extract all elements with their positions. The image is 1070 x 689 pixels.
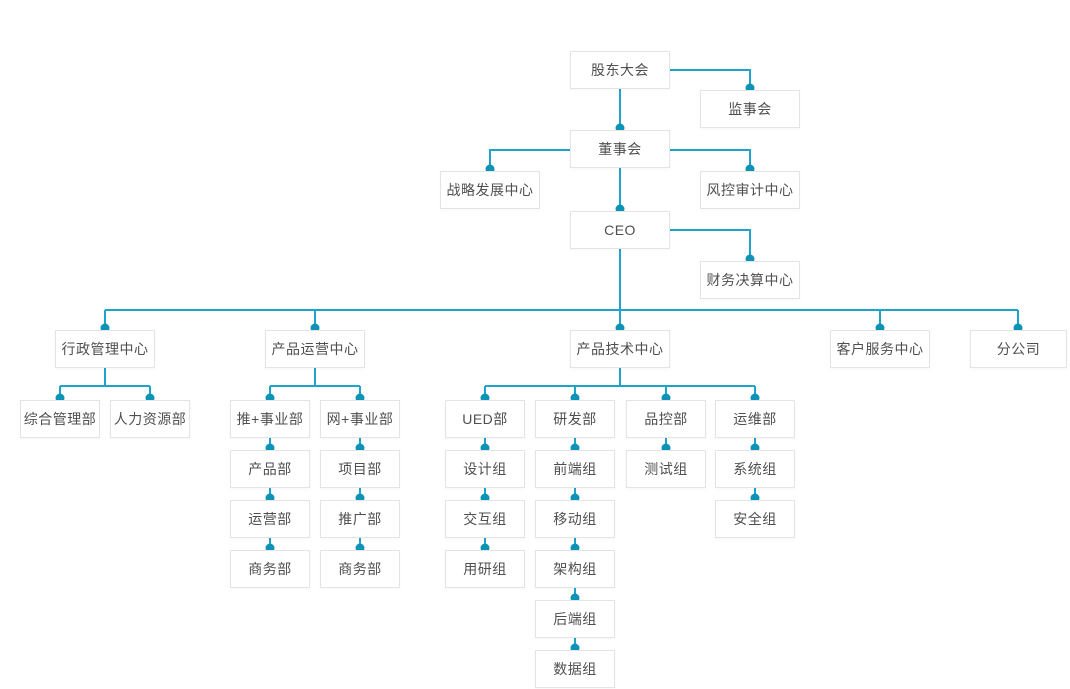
org-node-label: 财务决算中心 bbox=[706, 272, 794, 288]
connector-line bbox=[670, 69, 751, 86]
org-node-promotion-dept: 推广部 bbox=[320, 500, 400, 538]
org-node-label: 战略发展中心 bbox=[446, 182, 534, 198]
org-node-shareholders-meeting: 股东大会 bbox=[570, 51, 670, 89]
org-node-label: 品控部 bbox=[644, 411, 688, 427]
org-node-label: 分公司 bbox=[996, 341, 1041, 357]
org-node-ued-dept: UED部 bbox=[445, 400, 525, 438]
org-node-operations-dept: 运营部 bbox=[230, 500, 310, 538]
org-node-branch-company: 分公司 bbox=[970, 330, 1067, 368]
org-node-label: 产品部 bbox=[248, 461, 292, 477]
org-node-label: 商务部 bbox=[248, 561, 292, 577]
org-node-backend-group: 后端组 bbox=[535, 600, 615, 638]
org-node-data-group: 数据组 bbox=[535, 650, 615, 688]
org-node-tui-plus-business-dept: 推+事业部 bbox=[230, 400, 310, 438]
org-node-mobile-group: 移动组 bbox=[535, 500, 615, 538]
org-node-label: UED部 bbox=[462, 411, 508, 427]
org-node-quality-control-dept: 品控部 bbox=[626, 400, 706, 438]
connector-line bbox=[489, 149, 570, 167]
org-node-board-of-directors: 董事会 bbox=[570, 130, 670, 168]
org-node-project-dept: 项目部 bbox=[320, 450, 400, 488]
org-node-admin-management-center: 行政管理中心 bbox=[55, 330, 155, 368]
org-node-label: 运维部 bbox=[733, 411, 777, 427]
org-node-label: 董事会 bbox=[598, 141, 642, 157]
org-node-human-resources-dept: 人力资源部 bbox=[110, 400, 190, 438]
org-node-label: 架构组 bbox=[553, 561, 597, 577]
org-node-label: 后端组 bbox=[553, 611, 597, 627]
org-node-system-group: 系统组 bbox=[715, 450, 795, 488]
org-node-architecture-group: 架构组 bbox=[535, 550, 615, 588]
connector-line bbox=[670, 149, 751, 167]
org-node-user-research-group: 用研组 bbox=[445, 550, 525, 588]
org-node-ceo: CEO bbox=[570, 211, 670, 249]
org-node-product-dept: 产品部 bbox=[230, 450, 310, 488]
org-node-customer-service-center: 客户服务中心 bbox=[830, 330, 930, 368]
org-node-label: 推广部 bbox=[338, 511, 382, 527]
org-node-label: 测试组 bbox=[644, 461, 688, 477]
org-node-label: 风控审计中心 bbox=[706, 182, 794, 198]
org-node-label: 设计组 bbox=[463, 461, 507, 477]
org-node-label: 用研组 bbox=[463, 561, 507, 577]
org-node-label: 研发部 bbox=[553, 411, 597, 427]
org-node-label: 产品运营中心 bbox=[271, 341, 359, 357]
org-node-security-group: 安全组 bbox=[715, 500, 795, 538]
org-node-rnd-dept: 研发部 bbox=[535, 400, 615, 438]
org-node-label: 前端组 bbox=[553, 461, 597, 477]
org-node-business-dept-left: 商务部 bbox=[230, 550, 310, 588]
org-node-label: 移动组 bbox=[553, 511, 597, 527]
org-node-risk-audit-center: 风控审计中心 bbox=[700, 171, 800, 209]
org-node-testing-group: 测试组 bbox=[626, 450, 706, 488]
org-node-frontend-group: 前端组 bbox=[535, 450, 615, 488]
org-node-label: 安全组 bbox=[733, 511, 777, 527]
org-node-wang-plus-business-dept: 网+事业部 bbox=[320, 400, 400, 438]
org-node-label: 综合管理部 bbox=[23, 411, 97, 427]
org-node-supervisory-board: 监事会 bbox=[700, 90, 800, 128]
org-node-label: 交互组 bbox=[463, 511, 507, 527]
org-node-label: 监事会 bbox=[728, 101, 772, 117]
org-node-label: 网+事业部 bbox=[326, 411, 394, 427]
org-node-product-operations-center: 产品运营中心 bbox=[265, 330, 365, 368]
org-node-label: 推+事业部 bbox=[236, 411, 304, 427]
org-node-label: 运营部 bbox=[248, 511, 292, 527]
org-node-design-group: 设计组 bbox=[445, 450, 525, 488]
org-node-label: 项目部 bbox=[338, 461, 382, 477]
org-node-label: 产品技术中心 bbox=[576, 341, 664, 357]
org-node-label: CEO bbox=[604, 222, 636, 238]
org-node-label: 股东大会 bbox=[591, 62, 649, 78]
org-node-product-technology-center: 产品技术中心 bbox=[570, 330, 670, 368]
org-node-business-dept-right: 商务部 bbox=[320, 550, 400, 588]
org-node-interaction-group: 交互组 bbox=[445, 500, 525, 538]
org-node-label: 人力资源部 bbox=[113, 411, 187, 427]
org-node-ops-maintenance-dept: 运维部 bbox=[715, 400, 795, 438]
org-node-label: 客户服务中心 bbox=[836, 341, 924, 357]
org-node-label: 数据组 bbox=[553, 661, 597, 677]
org-node-label: 系统组 bbox=[733, 461, 777, 477]
org-node-finance-settlement-center: 财务决算中心 bbox=[700, 261, 800, 299]
org-node-strategy-development-center: 战略发展中心 bbox=[440, 171, 540, 209]
org-node-label: 商务部 bbox=[338, 561, 382, 577]
org-node-general-management-dept: 综合管理部 bbox=[20, 400, 100, 438]
connector-line bbox=[670, 229, 751, 257]
org-node-label: 行政管理中心 bbox=[61, 341, 149, 357]
